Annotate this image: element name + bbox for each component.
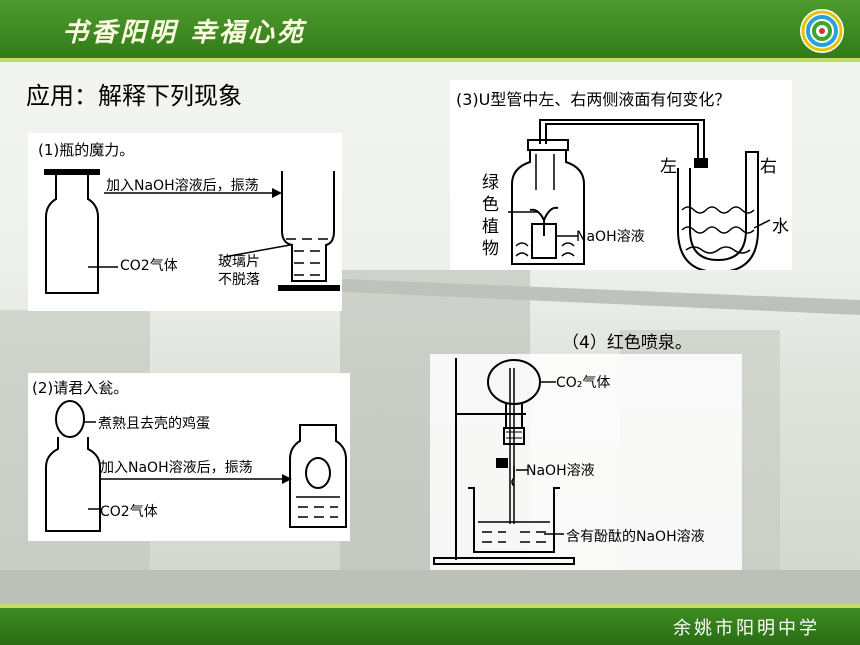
panel4-beaker: 含有酚酞的NaOH溶液 bbox=[566, 529, 705, 545]
panel2-egg: 煮熟且去壳的鸡蛋 bbox=[98, 416, 210, 432]
panel2-title: (2)请君入瓮。 bbox=[32, 379, 129, 397]
panel3-right: 右 bbox=[760, 157, 777, 177]
panel3-plant-2: 色 bbox=[482, 195, 499, 215]
panel3-left: 左 bbox=[660, 157, 677, 177]
footer-school-name: 余姚市阳明中学 bbox=[673, 618, 820, 639]
panel4-gas: CO₂气体 bbox=[556, 375, 611, 391]
panel3-diagram bbox=[508, 119, 771, 270]
panel3-plant-1: 绿 bbox=[482, 173, 499, 193]
panel-red-fountain: CO₂气体 NaOH溶液 含有酚酞的NaOH溶液 bbox=[430, 354, 742, 570]
panel2-gas: CO2气体 bbox=[100, 504, 158, 520]
header-title: 书香阳明 幸福心苑 bbox=[62, 18, 307, 48]
page-heading: 应用：解释下列现象 bbox=[26, 82, 242, 110]
panel2-action: 加入NaOH溶液后，振荡 bbox=[100, 460, 253, 476]
header-stripe bbox=[0, 58, 860, 62]
panel-egg-in-bottle: (2)请君入瓮。 煮熟且去壳的鸡蛋 加入NaOH溶液后，振荡 CO2气体 bbox=[28, 373, 350, 541]
footer-bar bbox=[0, 608, 860, 645]
panel3-water: 水 bbox=[772, 217, 789, 237]
panel1-diagram bbox=[44, 169, 340, 294]
school-logo-icon bbox=[800, 9, 844, 53]
panel1-action: 加入NaOH溶液后，振荡 bbox=[106, 178, 259, 194]
panel4-solution: NaOH溶液 bbox=[526, 463, 595, 479]
panel1-result-1: 玻璃片 bbox=[218, 254, 260, 270]
header-bar bbox=[0, 0, 860, 62]
footer-stripe bbox=[0, 604, 860, 608]
panel3-plant-3: 植 bbox=[482, 217, 499, 237]
panel3-plant-4: 物 bbox=[482, 239, 499, 259]
panel1-result-2: 不脱落 bbox=[218, 272, 260, 288]
panel4-caption: （4）红色喷泉。 bbox=[562, 333, 692, 353]
panel1-title: (1)瓶的魔力。 bbox=[38, 141, 135, 159]
panel-bottle-magic: (1)瓶的魔力。 加入NaOH溶液后，振荡 CO2气体 玻璃片 不脱落 bbox=[28, 133, 342, 311]
panel3-solution: NaOH溶液 bbox=[576, 229, 645, 245]
panel4-diagram bbox=[433, 358, 575, 565]
panel3-title: (3)U型管中左、右两侧液面有何变化？ bbox=[456, 90, 731, 109]
panel1-gas: CO2气体 bbox=[120, 258, 178, 274]
panel2-diagram bbox=[45, 400, 347, 532]
panel-u-tube: (3)U型管中左、右两侧液面有何变化？ 绿 色 植 物 NaOH溶液 左 右 水 bbox=[450, 80, 792, 270]
